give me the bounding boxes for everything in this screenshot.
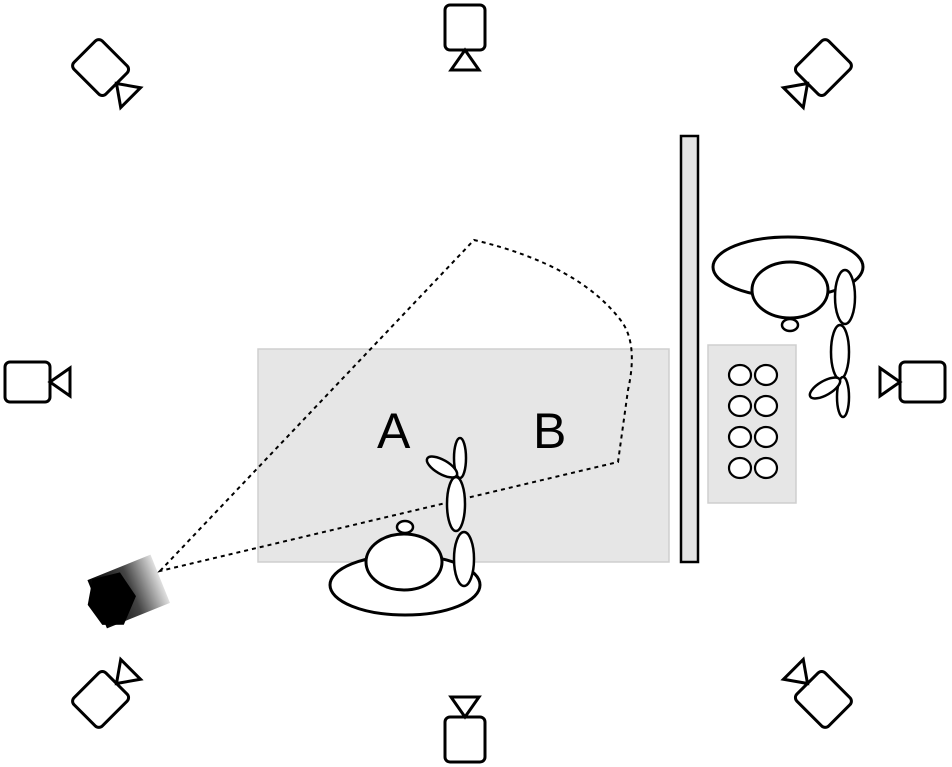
camera-left-icon	[3, 360, 72, 404]
keypad-icon	[727, 363, 779, 480]
camera-bottom-icon	[443, 695, 487, 764]
camera-right-icon	[878, 360, 947, 404]
projector-icon	[87, 554, 170, 629]
camera-bottom-right-icon	[780, 656, 853, 729]
projection-field	[156, 238, 633, 573]
camera-top-icon	[443, 3, 487, 72]
camera-top-left-icon	[71, 38, 144, 111]
label-b: B	[533, 403, 566, 459]
person-bottom-icon	[328, 436, 482, 617]
label-a: A	[377, 403, 411, 459]
camera-top-right-icon	[780, 38, 853, 111]
camera-bottom-left-icon	[71, 656, 144, 729]
partition-wall	[679, 134, 700, 564]
person-right-icon	[711, 235, 865, 419]
side-table	[707, 344, 797, 504]
